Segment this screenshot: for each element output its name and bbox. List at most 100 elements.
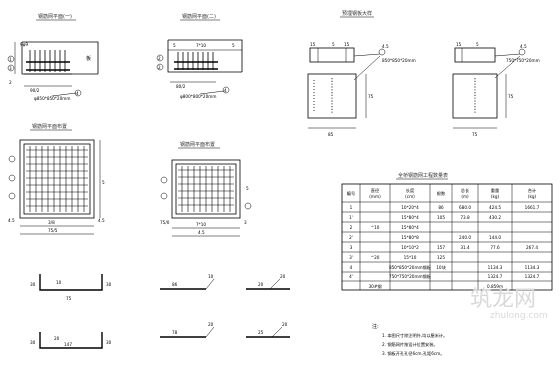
table-cell: 73.8 xyxy=(460,215,470,220)
table-cell: 0.859m xyxy=(487,284,503,289)
view-a-section: 钢筋网平面(一) 9φ9 90/2 2 φ850*850*20mm 1 3 4 … xyxy=(7,13,105,235)
bar-dim: 10 xyxy=(56,280,62,285)
bar-dim: 147 xyxy=(64,342,72,347)
notes: 注: 1. 本图尺寸除注明外,均以厘米计。 2. 钢筋网片按设计位置安装。 3.… xyxy=(372,323,447,357)
bar-dim: 25 xyxy=(258,330,264,335)
marker-label: 2 xyxy=(158,56,161,61)
bar-shapes: 75 10 30 30 147 20 30 30 86 10 20 20 78 … xyxy=(30,274,290,349)
table-cell: 125 xyxy=(437,255,445,260)
bar-dim: 20 xyxy=(280,274,286,279)
table-cell: ^20 xyxy=(371,255,380,260)
table-cell: 15*10 xyxy=(404,255,417,260)
view-b-section: 钢筋网平面(二) 5 7*10 5 2 2 80/2 4 φ800*800*20… xyxy=(156,13,252,237)
table-cell: 86 xyxy=(438,205,444,210)
dim-label: 3/8 xyxy=(48,220,55,225)
mesh-grid xyxy=(178,166,234,212)
bar-dim: 20 xyxy=(258,282,264,287)
bar-dim: 30 xyxy=(106,282,112,287)
table-header: (cm) xyxy=(405,194,415,199)
table-header: 总长 xyxy=(461,187,470,194)
dim-label: 2 xyxy=(9,80,12,85)
marker-label: 4 xyxy=(76,91,79,96)
table-cell: 680.0 xyxy=(459,205,471,210)
dim-label: 15 xyxy=(310,42,316,47)
table-cell: 1134.3 xyxy=(525,265,540,270)
table-cell: 77.6 xyxy=(490,245,500,250)
note-item: 3. 钢板开孔孔径6cm,孔距6cm。 xyxy=(382,350,444,357)
dim-label: φ850*850*20mm xyxy=(34,96,70,101)
marker-circle xyxy=(518,48,526,56)
dim-label: 15 xyxy=(456,42,462,47)
bar-dim: 75 xyxy=(66,296,72,301)
marker-circle xyxy=(8,155,16,163)
table-cell: 424.5 xyxy=(489,205,501,210)
dim-label: 80/2 xyxy=(176,84,186,89)
table-cell: 267.4 xyxy=(526,245,538,250)
view-c-section: 预埋钢板大样 15 5 15 4.5 850*850*20mm 75 85 15… xyxy=(307,10,540,137)
leader-line xyxy=(353,55,381,81)
bar-dim: 20 xyxy=(282,322,288,327)
note-item: 2. 钢筋网片按设计位置安装。 xyxy=(382,341,438,348)
dim-label: 90/2 xyxy=(30,88,40,93)
dim-label: 15 xyxy=(344,42,350,47)
dim-label: 5 xyxy=(246,186,249,191)
note-item: 1. 本图尺寸除注明外,均以厘米计。 xyxy=(382,332,447,339)
table-header: 直径 xyxy=(371,187,379,193)
leader-line xyxy=(51,92,77,97)
table-cell: 430.2 xyxy=(489,215,501,220)
marker-circle xyxy=(160,192,168,200)
bar-dim: 10 xyxy=(208,274,214,279)
view-b-title: 钢筋网平面(二) xyxy=(182,13,216,20)
marker-circle xyxy=(244,202,252,210)
dim-label: 5 xyxy=(332,42,335,47)
dim-label: 4.5 xyxy=(198,230,205,235)
leader-line xyxy=(269,278,281,290)
plan-outline xyxy=(171,159,241,219)
plate-outline xyxy=(175,163,237,215)
dim-label: 75/0 xyxy=(160,220,170,225)
table-cell: 750*750*20mm钢板 xyxy=(389,273,432,280)
view-a-title: 钢筋网平面(一) xyxy=(38,13,72,20)
marker-circle xyxy=(378,48,386,56)
table-cell: 3' xyxy=(349,255,353,260)
table-cell: 31.4 xyxy=(460,245,470,250)
plan-outline xyxy=(19,139,95,219)
marker-circle xyxy=(8,192,16,200)
dim-label: 850*850*20mm xyxy=(382,58,416,63)
bar-dim: 30 xyxy=(30,340,36,345)
table-title: 全桥钢筋网工程数量表 xyxy=(398,172,448,179)
marker-label: 1 xyxy=(9,57,12,62)
view-b-plan-title: 钢筋网平面布置 xyxy=(180,141,215,148)
dim-label: 7*10 xyxy=(196,222,206,227)
slab-outline-top xyxy=(168,39,243,72)
plate-elevation xyxy=(307,73,357,119)
watermark: 筑龙网 xyxy=(470,287,536,312)
table-header: 重量 xyxy=(491,187,499,194)
dim-label: 5 xyxy=(102,180,105,185)
plate-elevation xyxy=(452,73,498,119)
plate-outline xyxy=(23,143,91,215)
plate-section xyxy=(454,47,496,63)
table-header: 根数 xyxy=(437,190,446,197)
table-cell: 144.0 xyxy=(489,235,501,240)
dim-label: 85 xyxy=(328,132,334,137)
bar-dim: 20 xyxy=(208,322,214,327)
marker-circle xyxy=(160,176,168,184)
marker-circle xyxy=(8,174,16,182)
table-cell: ^10 xyxy=(371,225,380,230)
dim-label: 4.5 xyxy=(8,218,15,223)
table-cell: 1' xyxy=(349,215,353,220)
bar-shape-2 xyxy=(39,332,103,349)
table-header: 合计 xyxy=(528,187,536,194)
marker-circle xyxy=(156,54,164,62)
quantity-table: 全桥钢筋网工程数量表 编号直径(mm)长度(cm)根数总长(m)重量(kg)合计… xyxy=(341,172,553,291)
marker-label: 2 xyxy=(158,65,161,70)
watermark-sub: zhulong.com xyxy=(490,311,548,321)
bar-dim: 78 xyxy=(172,330,178,335)
dim-label: 4.5 xyxy=(98,218,105,223)
table-cell: 4 xyxy=(350,265,353,270)
marker-label: 4 xyxy=(224,88,227,93)
leader-line xyxy=(494,55,521,79)
leader-line xyxy=(353,53,381,57)
table-header: (kg) xyxy=(491,194,500,199)
